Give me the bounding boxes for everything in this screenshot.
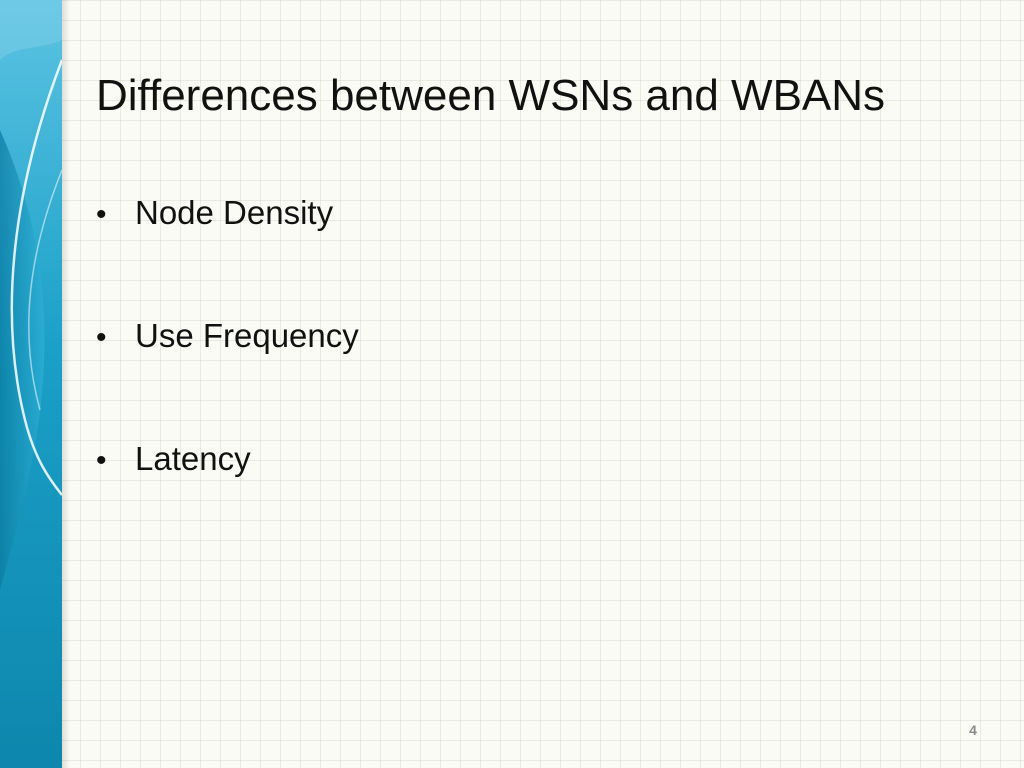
bullet-dot-icon: • (96, 198, 107, 231)
decorative-side-band (0, 0, 62, 768)
bullet-text: Use Frequency (135, 317, 359, 354)
bullet-text: Node Density (135, 194, 334, 231)
bullet-dot-icon: • (96, 321, 107, 354)
page-number: 4 (969, 722, 977, 738)
bullet-item: • Use Frequency (96, 311, 359, 434)
bullet-list: • Node Density • Use Frequency • Latency (96, 188, 359, 557)
side-band-shadow (62, 0, 70, 768)
bullet-item: • Node Density (96, 188, 359, 311)
bullet-item: • Latency (96, 434, 359, 557)
bullet-text: Latency (135, 440, 251, 477)
slide-title: Differences between WSNs and WBANs (96, 71, 886, 120)
side-band-graphic (0, 0, 62, 768)
bullet-dot-icon: • (96, 444, 107, 477)
